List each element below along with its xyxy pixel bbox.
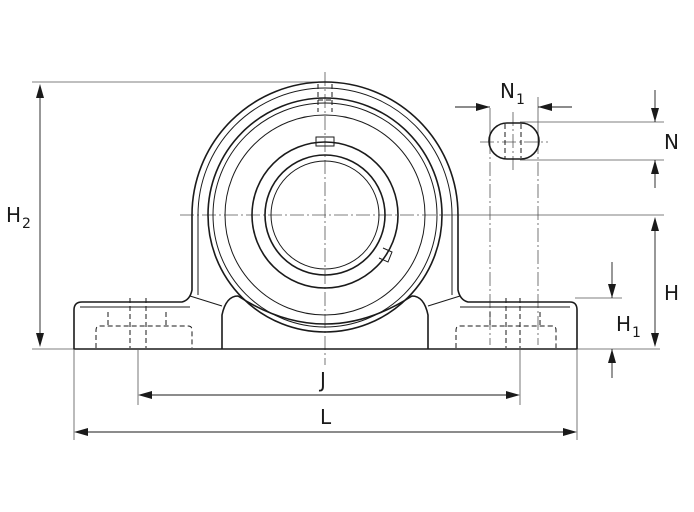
label-h2: H 2 <box>6 203 31 232</box>
extension-lines <box>32 81 664 440</box>
dimension-lines <box>36 84 659 436</box>
label-n: N <box>664 130 679 154</box>
base-relief <box>221 295 429 349</box>
inner-ring <box>251 141 399 289</box>
bore <box>270 160 380 270</box>
label-n-main: N <box>664 130 679 154</box>
outer-ring-inner-edge <box>212 102 438 328</box>
label-h2-main: H <box>6 203 21 227</box>
grease-fitting <box>317 84 333 112</box>
label-h1-main: H <box>616 312 631 336</box>
label-h1-sub: 1 <box>632 325 641 341</box>
slot-outline <box>488 122 540 160</box>
left-bolt-hole <box>95 298 193 348</box>
label-n1-main: N <box>500 79 515 103</box>
housing <box>73 81 578 350</box>
seal-ring <box>224 114 426 316</box>
right-bolt-hole <box>455 298 557 348</box>
slot-detail <box>488 122 540 160</box>
label-n1-sub: 1 <box>516 92 525 108</box>
label-l: L <box>320 405 332 429</box>
label-j-main: J <box>318 368 326 392</box>
housing-inner-line <box>197 87 453 295</box>
label-h1: H 1 <box>616 312 641 341</box>
label-l-main: L <box>320 405 332 429</box>
outer-ring <box>207 97 443 333</box>
label-h-main: H <box>664 281 679 305</box>
label-j: J <box>318 368 326 392</box>
label-h: H <box>664 281 679 305</box>
label-h2-sub: 2 <box>22 216 31 232</box>
bore-outer <box>264 154 386 276</box>
housing-outline <box>73 81 578 350</box>
bearing-insert <box>207 97 443 333</box>
label-n1: N 1 <box>500 79 525 108</box>
